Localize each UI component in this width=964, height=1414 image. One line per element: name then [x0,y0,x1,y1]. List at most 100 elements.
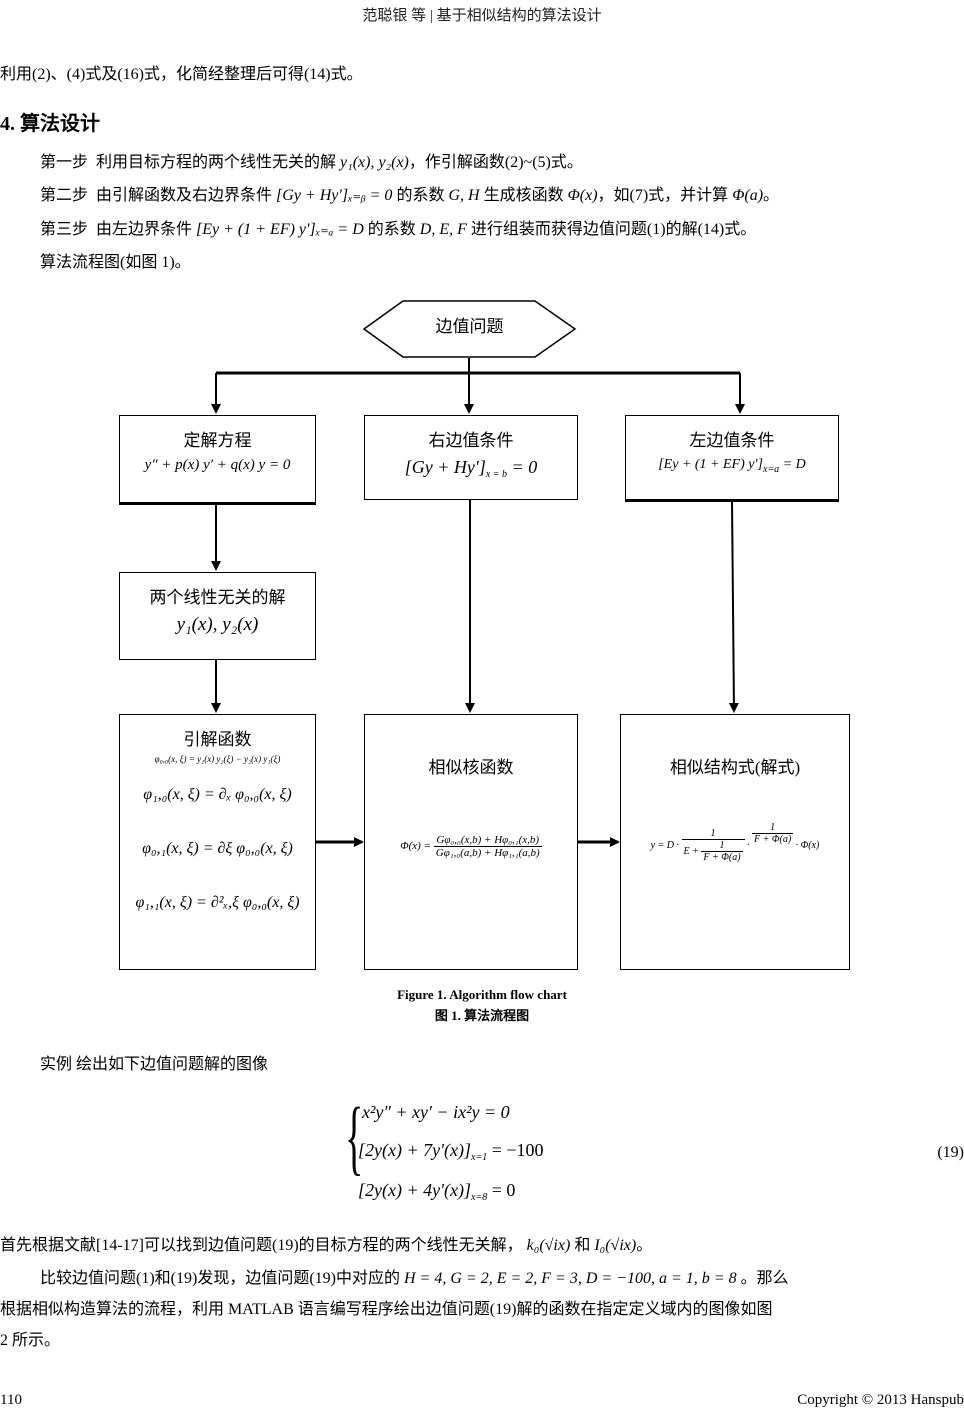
inner-denominator: F + Φ(a) [703,852,741,864]
step-label: 第二步 [40,187,89,204]
lead-formula-phi01: φ₀,₁(x, ξ) = ∂ξ φ₀,₀(x, ξ) [142,840,293,857]
paragraph-compare-line-1: 比较边值问题(1)和(19)发现，边值问题(19)中对应的 H = 4, G =… [40,1268,789,1290]
system-equation-2: [2y(x) + 7y′(x)]x=1 = −100 [358,1140,544,1163]
structure-lhs: y = D · [650,840,680,851]
structure-tail: · Φ(x) [795,840,820,851]
arrow-left-bc-to-structure [728,500,739,713]
paragraph-text: 比较边值问题(1)和(19)发现，边值问题(19)中对应的 [40,1270,400,1287]
step-math: D, E, F [419,221,467,238]
paragraph-text: 首先根据文献[14-17]可以找到边值问题(19)的目标方程的两个线性无关解， [0,1237,523,1254]
figure-caption-en: Figure 1. Algorithm flow chart [397,987,567,1002]
step-text: 的系数 [367,221,416,238]
copyright: Copyright © 2013 Hanspub [797,1392,964,1408]
step-1: 第一步 利用目标方程的两个线性无关的解 y₁(x), y₂(x)，作引解函数(2… [40,152,583,174]
step-text: 。 [763,187,780,204]
paragraph-text: 和 [574,1237,591,1254]
box-formula: y₁(x), y₂(x) [176,614,259,635]
system-equation-3: [2y(x) + 4y′(x)]x=8 = 0 [358,1180,515,1203]
denominator-prefix: E + [683,846,699,857]
formula-rhs: = D [782,457,806,472]
box-title: 相似核函数 [428,758,514,777]
kernel-formula: Φ(x) = Gφ₀,₀(x,b) + Hφ₀,₁(x,b) Gφ₁,₀(a,b… [365,834,577,859]
fraction-numerator: 1 [752,822,794,834]
formula-subscript: x = b [485,469,508,480]
example-intro: 实例 绘出如下边值问题解的图像 [40,1056,269,1073]
step-math: G, H [448,187,480,204]
page-number: 110 [0,1392,22,1408]
equation-rhs: = 0 [491,1180,516,1200]
box-lead-functions: 引解函数 φ₀,₀(x, ξ) = y₁(x) y₂(ξ) − y₂(x) y₁… [119,714,316,970]
kernel-denominator: Gφ₁,₀(a,b) + Hφ₁,₁(a,b) [435,847,540,859]
step-math: [Ey + (1 + EF) y′]ₓ₌ₐ = D [196,221,364,238]
box-title: 相似结构式(解式) [669,758,801,777]
box-structure: 相似结构式(解式) y = D · 1 E + 1 F + Φ(a) · 1 F… [620,714,850,970]
fraction-denominator: E + 1 F + Φ(a) [682,840,745,863]
box-formula: [Gy + Hy′]x = b = 0 [365,457,577,480]
step-3: 第三步 由左边界条件 [Ey + (1 + EF) y′]ₓ₌ₐ = D 的系数… [40,219,756,241]
flowchart-connectors [211,300,745,847]
formula-main: [Ey + (1 + EF) y′] [658,457,763,472]
equation-rhs: = −100 [491,1140,544,1160]
step-math: Φ(x) [567,187,598,204]
paragraph-compare-line-3: 2 所示。 [0,1332,61,1349]
inner-numerator: 1 [701,840,743,853]
equation-number: (19) [937,1144,964,1161]
step-text: 由引解函数及右边界条件 [96,187,273,204]
math-coefficients: H = 4, G = 2, E = 2, F = 3, D = −100, a … [403,1270,737,1287]
step-text: ，如(7)式，并计算 [597,187,729,204]
section-number: 4. [0,113,15,135]
step-math: Φ(a) [732,187,764,204]
step-label: 第三步 [40,221,89,238]
equation-subscript: x=8 [471,1192,488,1203]
step-text: 由左边界条件 [96,221,193,238]
step-text: 利用目标方程的两个线性无关的解 [96,154,337,171]
step-2: 第二步 由引解函数及右边界条件 [Gy + Hy′]ₓ₌ᵦ = 0 的系数 G,… [40,185,779,207]
paragraph-text: 。 [636,1237,653,1254]
box-title: 两个线性无关的解 [149,588,286,607]
section-heading: 4. 算法设计 [0,107,100,136]
running-header: 范聪银 等 | 基于相似结构的算法设计 [362,8,602,24]
equation-main: [2y(x) + 4y′(x)] [358,1180,472,1200]
equation-subscript: x=1 [471,1152,488,1163]
section-title: 算法设计 [20,113,100,135]
lead-formula-phi00: φ₀,₀(x, ξ) = y₁(x) y₂(ξ) − y₂(x) y₁(ξ) [154,754,281,764]
start-node-label: 边值问题 [435,317,504,336]
box-title: 左边值条件 [689,431,775,450]
dot-operator: · [747,840,750,851]
box-formula: y″ + p(x) y′ + q(x) y = 0 [144,457,291,473]
box-title: 定解方程 [183,431,252,450]
step-label: 第一步 [40,154,89,171]
box-title: 引解函数 [183,730,252,749]
kernel-numerator: Gφ₀,₀(x,b) + Hφ₀,₁(x,b) [433,834,542,847]
fraction-denominator: F + Φ(a) [754,834,792,845]
formula-rhs: = 0 [511,457,538,477]
box-title: 右边值条件 [428,431,514,450]
formula-main: [Gy + Hy′] [404,457,486,477]
inner-fraction: 1 F + Φ(a) [701,840,743,864]
equation-system-brace: { [345,1091,364,1184]
structure-fraction-2: 1 F + Φ(a) [752,822,794,845]
paragraph-compare-line-2: 根据相似构造算法的流程，利用 MATLAB 语言编写程序绘出边值问题(19)解的… [0,1301,773,1318]
box-kernel: 相似核函数 Φ(x) = Gφ₀,₀(x,b) + Hφ₀,₁(x,b) Gφ₁… [364,714,578,970]
flowchart-intro: 算法流程图(如图 1)。 [40,254,191,271]
paragraph-text: 。那么 [740,1270,789,1287]
lead-formula-phi10: φ₁,₀(x, ξ) = ∂ₓ φ₀,₀(x, ξ) [143,786,292,803]
lead-formula-phi11: φ₁,₁(x, ξ) = ∂²ₓ,ξ φ₀,₀(x, ξ) [135,894,300,911]
math-k0: k₀(√ix) [526,1237,571,1254]
step-math: y₁(x), y₂(x) [340,154,409,171]
fraction-numerator: 1 [681,828,745,841]
step-text: 生成核函数 [483,187,564,204]
figure-caption-zh: 图 1. 算法流程图 [434,1008,530,1023]
system-equation-1: x²y″ + xy′ − ix²y = 0 [362,1102,510,1122]
equation-main: [2y(x) + 7y′(x)] [358,1140,472,1160]
box-equation: 定解方程 y″ + p(x) y′ + q(x) y = 0 [119,415,316,505]
structure-fraction-1: 1 E + 1 F + Φ(a) [681,828,745,863]
start-hexagon-shape [362,300,577,358]
intro-paragraph: 利用(2)、(4)式及(16)式，化简经整理后可得(14)式。 [0,66,363,83]
step-text: ，作引解函数(2)~(5)式。 [408,154,583,171]
step-text: 的系数 [396,187,445,204]
math-i0: I₀(√ix) [594,1237,637,1254]
structure-formula: y = D · 1 E + 1 F + Φ(a) · 1 F + Φ(a) · … [621,822,849,863]
paragraph-solutions: 首先根据文献[14-17]可以找到边值问题(19)的目标方程的两个线性无关解， … [0,1235,652,1257]
box-right-bc: 右边值条件 [Gy + Hy′]x = b = 0 [364,415,578,500]
